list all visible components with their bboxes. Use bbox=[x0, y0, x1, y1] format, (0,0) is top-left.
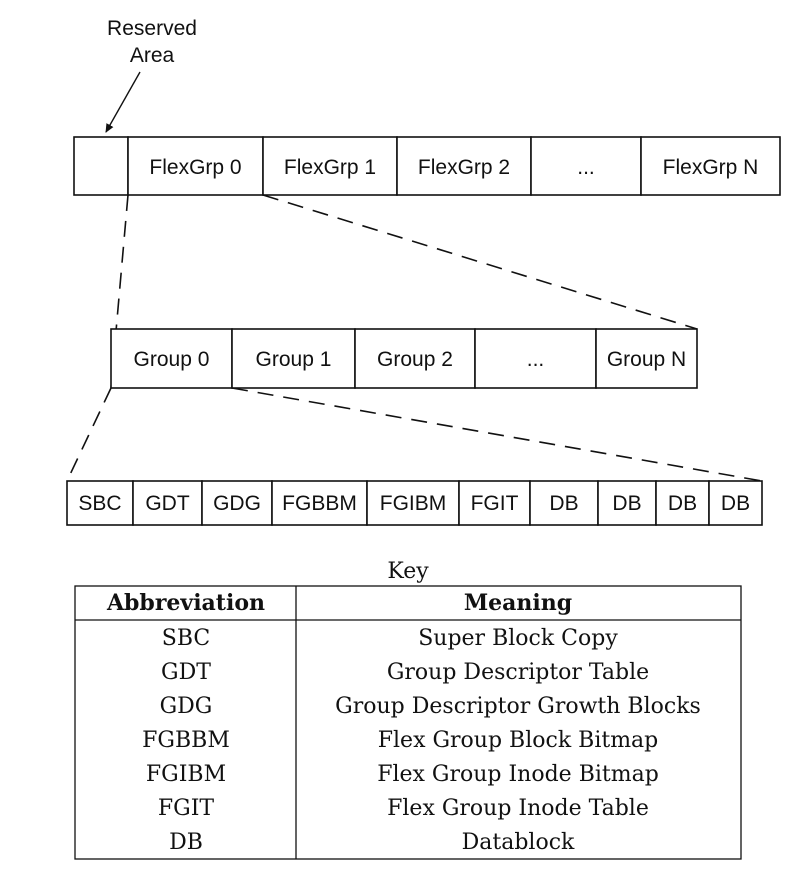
key-abbreviation: FGIBM bbox=[146, 762, 226, 787]
block-label: FGBBM bbox=[282, 492, 357, 515]
block-box bbox=[655, 480, 710, 526]
flex-group-label: FlexGrp N bbox=[663, 156, 759, 179]
key-table-row: FGBBM Flex Group Block Bitmap bbox=[142, 728, 658, 753]
block-cell: DB bbox=[655, 480, 710, 526]
flex-group-cell: ... bbox=[530, 136, 642, 196]
block-cell: SBC bbox=[66, 480, 134, 526]
block-cell: DB bbox=[529, 480, 599, 526]
reserved-area-label-line2: Area bbox=[130, 44, 175, 67]
flex-group-label: FlexGrp 2 bbox=[418, 156, 510, 179]
flex-group-box bbox=[262, 136, 398, 196]
block-box bbox=[529, 480, 599, 526]
block-label: GDT bbox=[145, 492, 190, 515]
reserved-area-label-line1: Reserved bbox=[107, 17, 197, 40]
key-table-border bbox=[74, 585, 742, 860]
flex-group-label: ... bbox=[577, 156, 595, 179]
key-meaning: Flex Group Inode Bitmap bbox=[377, 762, 659, 787]
block-label: SBC bbox=[78, 492, 121, 515]
group-cell: Group 2 bbox=[354, 328, 476, 389]
block-cell: DB bbox=[708, 480, 763, 526]
flex-group-label: FlexGrp 0 bbox=[149, 156, 241, 179]
key-abbreviation: FGIT bbox=[158, 796, 215, 821]
block-cell: GDT bbox=[132, 480, 203, 526]
group-box bbox=[595, 328, 698, 389]
key-meaning: Group Descriptor Growth Blocks bbox=[335, 694, 701, 719]
block-box bbox=[271, 480, 368, 526]
group-label: Group 1 bbox=[256, 348, 332, 371]
block-label: FGIBM bbox=[380, 492, 447, 515]
zoom-line-right-1 bbox=[262, 194, 698, 330]
key-meaning: Datablock bbox=[462, 830, 575, 855]
key-title: Key bbox=[387, 559, 429, 584]
block-box bbox=[708, 480, 763, 526]
group-row: Group 0 Group 1 Group 2... Group N bbox=[110, 328, 698, 389]
block-label: DB bbox=[612, 492, 641, 515]
group-cell: Group 1 bbox=[231, 328, 356, 389]
key-meaning: Flex Group Inode Table bbox=[387, 796, 649, 821]
block-cell: GDG bbox=[201, 480, 273, 526]
key-abbreviation: GDG bbox=[160, 694, 213, 719]
key-meaning: Flex Group Block Bitmap bbox=[378, 728, 659, 753]
flex-group-row: FlexGrp 0 FlexGrp 1 FlexGrp 2... FlexGrp N bbox=[73, 136, 781, 196]
key-table-row: GDT Group Descriptor Table bbox=[161, 660, 649, 685]
group-cell: ... bbox=[474, 328, 597, 389]
block-cell: FGIBM bbox=[366, 480, 460, 526]
key-header-meaning: Meaning bbox=[464, 590, 572, 616]
key-table-row: GDG Group Descriptor Growth Blocks bbox=[160, 694, 701, 719]
flex-group-cell: FlexGrp 0 bbox=[127, 136, 264, 196]
key-header-abbreviation: Abbreviation bbox=[106, 590, 265, 616]
group-label: Group 2 bbox=[377, 348, 453, 371]
block-cell: FGIT bbox=[458, 480, 531, 526]
flex-group-box bbox=[640, 136, 781, 196]
group-cell: Group 0 bbox=[110, 328, 233, 389]
flex-group-box bbox=[73, 136, 129, 196]
flex-group-label: FlexGrp 1 bbox=[284, 156, 376, 179]
key-abbreviation: FGBBM bbox=[142, 728, 230, 753]
block-box bbox=[458, 480, 531, 526]
group-label: Group 0 bbox=[134, 348, 210, 371]
flex-group-box bbox=[396, 136, 532, 196]
block-label: DB bbox=[549, 492, 578, 515]
key-meaning: Group Descriptor Table bbox=[387, 660, 649, 685]
block-box bbox=[132, 480, 203, 526]
group-cell: Group N bbox=[595, 328, 698, 389]
group-label: ... bbox=[527, 348, 545, 371]
block-row: SBC GDT GDG FGBBM FGIBM FGIT DB DB DB DB bbox=[66, 480, 763, 526]
key-table-row: SBC Super Block Copy bbox=[162, 626, 619, 651]
group-box bbox=[110, 328, 233, 389]
block-label: DB bbox=[721, 492, 750, 515]
key-meaning: Super Block Copy bbox=[418, 626, 618, 651]
block-cell: DB bbox=[597, 480, 657, 526]
flex-group-cell bbox=[73, 136, 129, 196]
key-table: Abbreviation Meaning SBC Super Block Copy… bbox=[74, 585, 742, 860]
block-cell: FGBBM bbox=[271, 480, 368, 526]
key-table-row: FGIBM Flex Group Inode Bitmap bbox=[146, 762, 659, 787]
group-label: Group N bbox=[607, 348, 686, 371]
flex-group-cell: FlexGrp N bbox=[640, 136, 781, 196]
flex-group-cell: FlexGrp 1 bbox=[262, 136, 398, 196]
group-box bbox=[354, 328, 476, 389]
key-table-row: FGIT Flex Group Inode Table bbox=[158, 796, 649, 821]
key-abbreviation: GDT bbox=[161, 660, 211, 685]
flex-group-cell: FlexGrp 2 bbox=[396, 136, 532, 196]
key-abbreviation: SBC bbox=[162, 626, 210, 651]
flex-group-box bbox=[127, 136, 264, 196]
reserved-area-arrow bbox=[105, 71, 141, 133]
block-label: FGIT bbox=[471, 492, 519, 515]
key-abbreviation: DB bbox=[169, 830, 203, 855]
key-table-row: DB Datablock bbox=[169, 830, 575, 855]
block-label: DB bbox=[668, 492, 697, 515]
zoom-line-left-2 bbox=[66, 387, 112, 482]
block-label: GDG bbox=[213, 492, 261, 515]
zoom-line-right-2 bbox=[231, 387, 763, 482]
